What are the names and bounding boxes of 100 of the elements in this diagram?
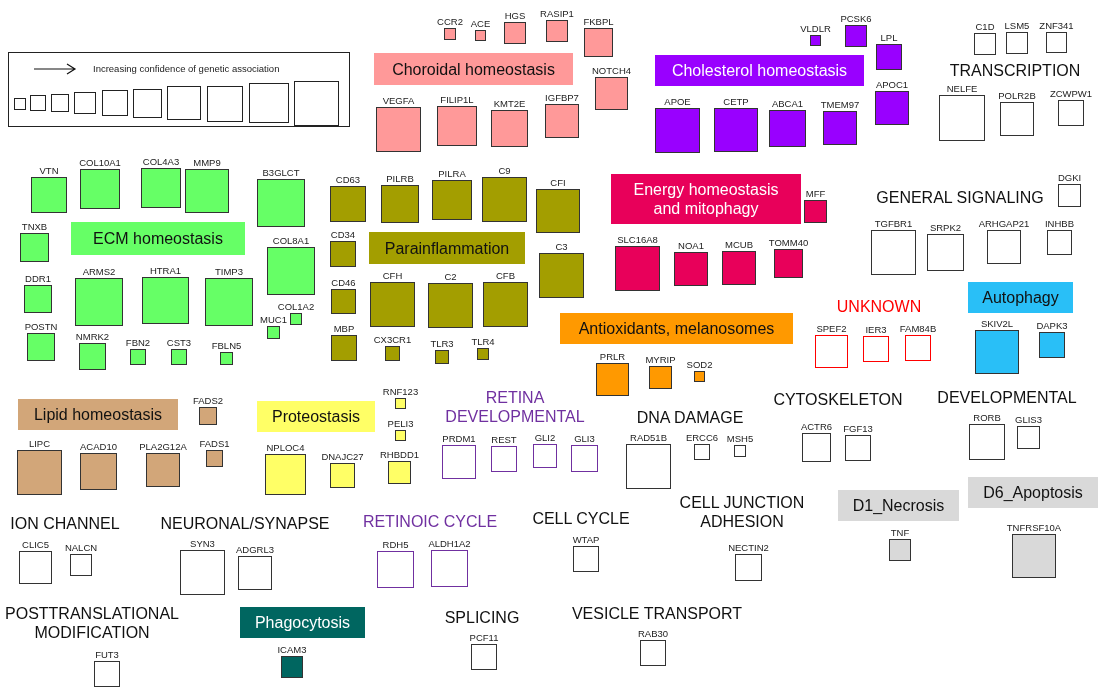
gene-label: SKIV2L bbox=[980, 318, 1014, 329]
category-banner: ECM homeostasis bbox=[71, 222, 245, 255]
category-banner: Proteostasis bbox=[257, 401, 375, 432]
gene-label: MBP bbox=[333, 323, 355, 334]
gene-label: C1D bbox=[975, 21, 995, 32]
gene-label: NPLOC4 bbox=[266, 442, 305, 453]
gene-label: COL10A1 bbox=[79, 157, 121, 168]
category-heading: CELL JUNCTION ADHESION bbox=[678, 493, 806, 531]
gene-label: ACTR6 bbox=[800, 421, 833, 432]
gene-label: PRDM1 bbox=[442, 433, 476, 444]
gene-label: ARMS2 bbox=[82, 266, 116, 277]
gene-label: LPL bbox=[880, 32, 898, 43]
category-banner: Parainflammation bbox=[369, 232, 525, 264]
gene-label: ARHGAP21 bbox=[978, 218, 1030, 229]
gene-label: TNXB bbox=[21, 221, 48, 232]
size-key-square bbox=[207, 86, 243, 122]
category-heading: TRANSCRIPTION bbox=[949, 60, 1081, 80]
category-heading: VESICLE TRANSPORT bbox=[571, 603, 743, 623]
gene-label: FUT3 bbox=[95, 649, 119, 660]
gene-label: ERCC6 bbox=[685, 432, 719, 443]
gene-label: REST bbox=[491, 434, 517, 445]
gene-label: FADS1 bbox=[199, 438, 230, 449]
gene-label: TOMM40 bbox=[768, 237, 809, 248]
gene-label: DAPK3 bbox=[1036, 320, 1068, 331]
legend-text: Increasing confidence of genetic association bbox=[93, 63, 280, 74]
gene-label: ALDH1A2 bbox=[428, 538, 471, 549]
gene-label: PILRA bbox=[438, 168, 466, 179]
gene-label: RHBDD1 bbox=[379, 449, 420, 460]
gene-label: RNF123 bbox=[382, 386, 419, 397]
category-banner: Phagocytosis bbox=[240, 607, 365, 638]
gene-label: TLR4 bbox=[471, 336, 495, 347]
gene-label: DDR1 bbox=[25, 273, 51, 284]
size-key-square bbox=[74, 92, 96, 114]
gene-label: CST3 bbox=[166, 337, 192, 348]
gene-label: TGFBR1 bbox=[874, 218, 913, 229]
gene-label: MUC1 bbox=[260, 314, 287, 325]
gene-label: LSM5 bbox=[1004, 20, 1030, 31]
gene-label: FILIP1L bbox=[440, 94, 474, 105]
size-key-square bbox=[167, 86, 201, 120]
gene-label: MSH5 bbox=[726, 433, 754, 444]
gene-label: CLIC5 bbox=[22, 539, 49, 550]
gene-label: SLC16A8 bbox=[617, 234, 658, 245]
category-banner: Autophagy bbox=[968, 282, 1073, 313]
gene-label: SOD2 bbox=[686, 359, 713, 370]
category-heading: SPLICING bbox=[444, 607, 520, 627]
gene-label: MCUB bbox=[725, 239, 753, 250]
category-heading: RETINA DEVELOPMENTAL bbox=[444, 388, 586, 426]
category-banner: Lipid homeostasis bbox=[18, 399, 178, 430]
gene-label: CETP bbox=[723, 96, 749, 107]
gene-label: POSTN bbox=[24, 321, 58, 332]
gene-label: PLA2G12A bbox=[139, 441, 187, 452]
gene-label: NMRK2 bbox=[75, 331, 110, 342]
gene-label: FBLN5 bbox=[211, 340, 242, 351]
gene-label: COL4A3 bbox=[142, 156, 180, 167]
gene-label: TMEM97 bbox=[820, 99, 860, 110]
size-key-square bbox=[133, 89, 162, 118]
gene-label: SYN3 bbox=[190, 538, 215, 549]
category-heading: RETINOIC CYCLE bbox=[362, 511, 498, 531]
gene-label: KMT2E bbox=[493, 98, 526, 109]
gene-label: RASIP1 bbox=[540, 8, 574, 19]
gene-label: NOTCH4 bbox=[591, 65, 632, 76]
gene-label: MYRIP bbox=[645, 354, 676, 365]
gene-label: ADGRL3 bbox=[236, 544, 274, 555]
gene-label: WTAP bbox=[572, 534, 600, 545]
gene-label: MFF bbox=[805, 188, 826, 199]
gene-label: INHBB bbox=[1045, 218, 1074, 229]
gene-label: B3GLCT bbox=[262, 167, 300, 178]
gene-label: FBN2 bbox=[125, 337, 151, 348]
category-heading: DNA DAMAGE bbox=[636, 407, 744, 427]
gene-label: VTN bbox=[39, 165, 59, 176]
gene-label: CD46 bbox=[331, 277, 356, 288]
gene-label: RDH5 bbox=[382, 539, 409, 550]
gene-label: POLR2B bbox=[998, 90, 1036, 101]
gene-label: PELI3 bbox=[387, 418, 414, 429]
size-key-square bbox=[30, 95, 46, 111]
gene-label: C2 bbox=[444, 271, 457, 282]
gene-label: FGF13 bbox=[843, 423, 873, 434]
gene-label: CD63 bbox=[335, 174, 361, 185]
gene-label: PCSK6 bbox=[840, 13, 872, 24]
gene-label: ZNF341 bbox=[1039, 20, 1074, 31]
gene-label: IGFBP7 bbox=[545, 92, 579, 103]
gene-label: ACE bbox=[470, 18, 491, 29]
category-heading: POSTTRANSLATIONAL MODIFICATION bbox=[4, 604, 180, 642]
gene-label: MMP9 bbox=[193, 157, 221, 168]
gene-label: TIMP3 bbox=[215, 266, 243, 277]
category-banner: D6_Apoptosis bbox=[968, 477, 1098, 508]
gene-label: DNAJC27 bbox=[321, 451, 364, 462]
gene-label: DGKI bbox=[1057, 172, 1082, 183]
gene-label: ZCWPW1 bbox=[1049, 88, 1093, 99]
gene-label: NECTIN2 bbox=[728, 542, 769, 553]
gene-label: TNF bbox=[890, 527, 910, 538]
gene-label: CCR2 bbox=[437, 16, 463, 27]
gene-label: ICAM3 bbox=[277, 644, 307, 655]
gene-label: RAD51B bbox=[630, 432, 667, 443]
gene-label: GLI3 bbox=[574, 433, 595, 444]
category-heading: UNKNOWN bbox=[836, 296, 922, 316]
gene-label: PILRB bbox=[386, 173, 414, 184]
gene-label: NALCN bbox=[64, 542, 98, 553]
category-banner: D1_Necrosis bbox=[838, 490, 959, 521]
gene-label: ABCA1 bbox=[771, 98, 804, 109]
